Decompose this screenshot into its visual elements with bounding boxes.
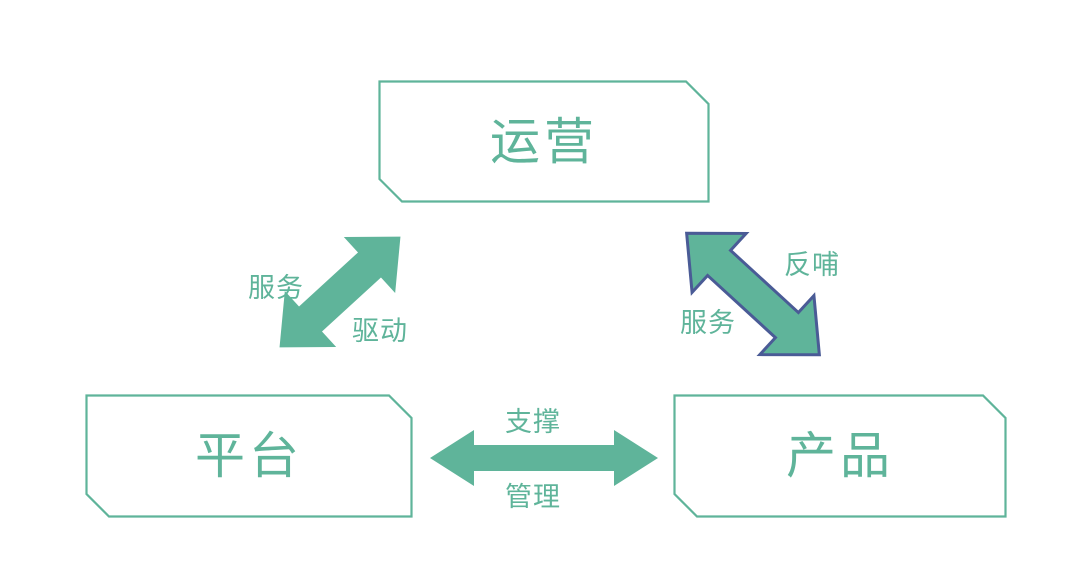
node-product[interactable]: 产品 (673, 394, 1007, 518)
arrow-platform-product-glyph (430, 430, 658, 486)
edge-label-support: 支撑 (505, 407, 561, 437)
node-operations[interactable]: 运营 (378, 80, 710, 203)
edge-label-service-right: 服务 (680, 308, 736, 338)
node-platform-label: 平台 (195, 428, 303, 484)
edge-label-drive: 驱动 (352, 316, 408, 346)
edge-label-feedback: 反哺 (784, 250, 840, 280)
node-product-shape (673, 394, 1007, 518)
arrow-operations-product[interactable] (655, 208, 851, 380)
node-platform[interactable]: 平台 (85, 394, 413, 518)
arrow-operations-product-glyph (685, 231, 821, 357)
edge-label-service-left: 服务 (248, 273, 304, 303)
edge-label-manage: 管理 (505, 482, 561, 512)
arrow-platform-product[interactable] (428, 428, 660, 488)
node-operations-shape (378, 80, 710, 203)
arrow-platform-operations[interactable] (248, 208, 432, 376)
node-operations-label: 运营 (490, 113, 598, 170)
node-platform-shape (85, 394, 413, 518)
node-product-label: 产品 (786, 428, 894, 484)
arrow-platform-operations-glyph (279, 236, 401, 348)
